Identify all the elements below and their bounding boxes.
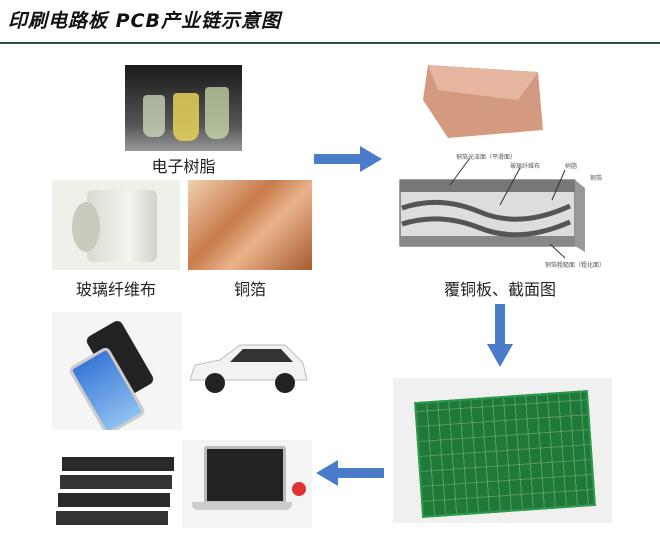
rough-side-label: 铜箔粗糙面（粗化面） bbox=[545, 262, 606, 269]
car-photo bbox=[189, 344, 308, 393]
foil-layer-label: 铜箔 bbox=[590, 175, 603, 182]
glass-layer-label: 玻璃纤维布 bbox=[510, 163, 541, 170]
laptop-photo bbox=[182, 440, 312, 528]
glass-fabric-label: 玻璃纤维布 bbox=[75, 280, 156, 299]
resin-photo bbox=[125, 65, 242, 151]
arrow-down-icon bbox=[487, 304, 513, 367]
copper-clad-sheet-photo bbox=[423, 65, 543, 138]
arrow-right-icon bbox=[314, 146, 382, 172]
cross-section-diagram bbox=[399, 157, 585, 259]
ccl-label: 覆铜板、截面图 bbox=[443, 280, 556, 299]
copper-foil-photo bbox=[188, 180, 312, 270]
copper-foil-label: 铜箔 bbox=[233, 280, 266, 299]
resin-layer-label: 树脂 bbox=[565, 163, 578, 170]
smooth-side-label: 铜箔光泽面（平滑面） bbox=[456, 154, 517, 161]
servers-photo bbox=[52, 445, 182, 533]
page-title: 印刷电路板 PCB产业链示意图 bbox=[8, 10, 281, 32]
title-divider bbox=[0, 42, 660, 44]
pcb-board-photo bbox=[393, 378, 612, 523]
resin-label: 电子树脂 bbox=[151, 157, 216, 176]
arrow-left-icon bbox=[316, 460, 384, 486]
glass-fabric-photo bbox=[52, 180, 180, 270]
smartphones-photo bbox=[52, 312, 182, 430]
